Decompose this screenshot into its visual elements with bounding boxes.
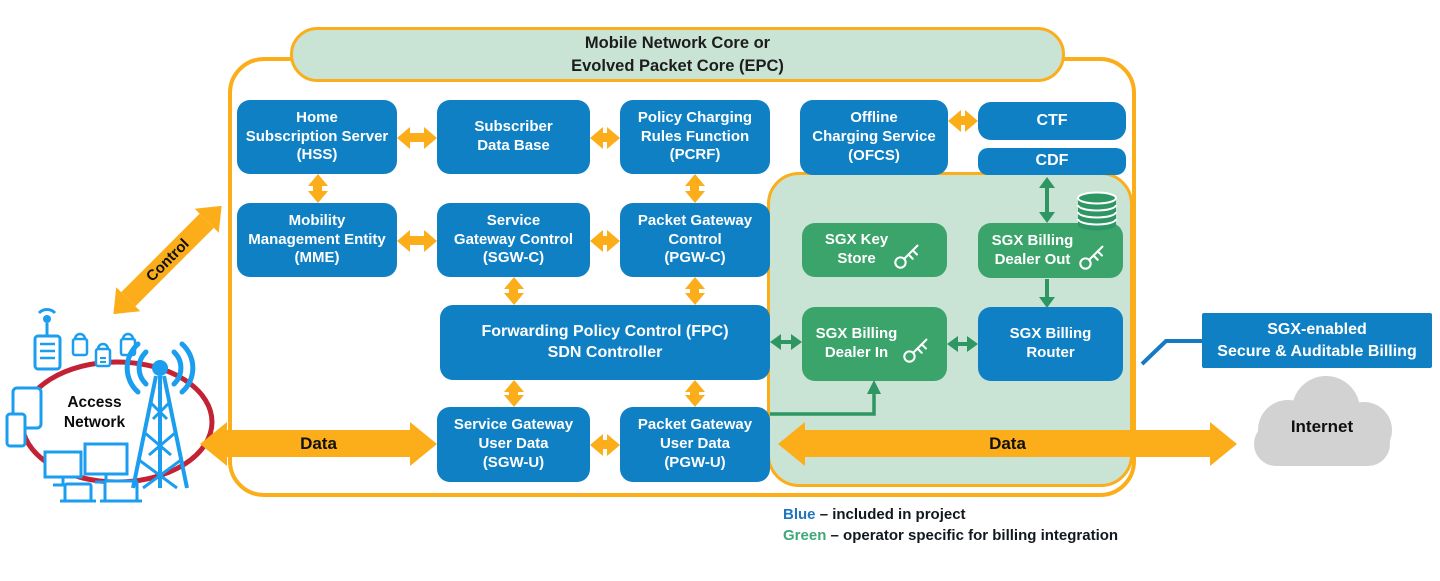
- arrow-sgwc-pgwc: [603, 236, 607, 245]
- subscriber-db-box: Subscriber Data Base: [437, 100, 590, 174]
- pcrf-label: Policy Charging Rules Function (PCRF): [637, 108, 753, 164]
- sgx-key-store-label: SGX Key Store: [824, 231, 889, 267]
- computers-icon: [43, 442, 142, 503]
- legend: Blue – included in project Green – opera…: [783, 504, 1118, 546]
- fpc-sdn-box: Forwarding Policy Control (FPC) SDN Cont…: [440, 305, 770, 380]
- base-station-icon: [33, 308, 62, 371]
- arrow-pgwu-dealerin: [770, 380, 881, 416]
- ctf-label: CTF: [1036, 111, 1068, 129]
- data-arrow-left: Data: [227, 430, 410, 457]
- hss-label: Home Subscription Server (HSS): [245, 108, 389, 164]
- pgw-u-label: Packet Gateway User Data (PGW-U): [637, 416, 753, 471]
- fpc-sdn-label: Forwarding Policy Control (FPC) SDN Cont…: [481, 323, 729, 361]
- arrow-dealerout-router: [1045, 279, 1049, 297]
- diagram-title: Mobile Network Core or Evolved Packet Co…: [290, 27, 1065, 82]
- subscriber-db-label: Subscriber Data Base: [474, 118, 553, 154]
- access-network-illustration: [5, 308, 215, 503]
- key-icon: [894, 244, 919, 269]
- internet-cloud-icon: [1254, 376, 1392, 466]
- callout-connector-line: [1140, 339, 1204, 366]
- key-icon: [1079, 245, 1104, 270]
- sgx-enabled-billing-callout: SGX-enabled Secure & Auditable Billing: [1202, 313, 1432, 368]
- cdf-box: CDF: [978, 148, 1126, 175]
- legend-term-green: Green: [783, 527, 827, 544]
- control-arrow: Control: [121, 213, 214, 307]
- internet-label: Internet: [1290, 417, 1354, 436]
- control-arrow-label: Control: [142, 235, 193, 285]
- legend-definition-green: – operator specific for billing integrat…: [830, 527, 1119, 544]
- tablets-icon: [5, 386, 43, 448]
- arrow-mme-sgwc: [410, 236, 424, 245]
- sgx-billing-router-box: SGX Billing Router: [978, 307, 1123, 381]
- pcrf-box: Policy Charging Rules Function (PCRF): [620, 100, 770, 174]
- data-arrow-left-label: Data: [300, 433, 337, 453]
- arrow-pcrf-pgwc: [690, 186, 699, 191]
- hss-box: Home Subscription Server (HSS): [237, 100, 397, 174]
- arrow-pgwc-fpc: [690, 289, 699, 293]
- key-icon: [903, 338, 928, 363]
- arrow-fpc-sgwu: [509, 392, 518, 395]
- arrow-cdf-dealerout: [1045, 188, 1049, 212]
- sgx-billing-dealer-out-box: SGX Billing Dealer Out: [978, 223, 1123, 278]
- data-arrow-right-label: Data: [989, 433, 1026, 453]
- arrow-subscriberdb-pcrf: [603, 133, 607, 142]
- pgw-u-box: Packet Gateway User Data (PGW-U): [620, 407, 770, 482]
- legend-item-green: Green – operator specific for billing in…: [783, 525, 1118, 546]
- arrow-sgwu-pgwu: [603, 440, 607, 449]
- mme-box: Mobility Management Entity (MME): [237, 203, 397, 277]
- sgx-billing-dealer-in-box: SGX Billing Dealer In: [802, 307, 947, 381]
- sgx-billing-dealer-in-label: SGX Billing Dealer In: [815, 325, 898, 361]
- ofcs-box: Offline Charging Service (OFCS): [800, 100, 948, 175]
- sgw-c-label: Service Gateway Control (SGW-C): [453, 211, 574, 267]
- arrow-dealerin-router: [958, 342, 967, 346]
- legend-definition-blue: – included in project: [819, 506, 966, 523]
- ofcs-label: Offline Charging Service (OFCS): [812, 109, 936, 164]
- arrow-fpc-dealerin: [781, 340, 791, 344]
- cdf-label: CDF: [1035, 152, 1069, 170]
- arrow-sgwc-fpc: [509, 289, 518, 293]
- access-network-label: Access Network: [63, 394, 126, 432]
- database-icon: [1077, 191, 1117, 231]
- arrow-hss-mme: [313, 186, 322, 191]
- sgw-c-box: Service Gateway Control (SGW-C): [437, 203, 590, 277]
- arrow-ofcs-ctf: [961, 116, 965, 125]
- sgx-billing-router-label: SGX Billing Router: [1009, 325, 1092, 361]
- sgx-billing-dealer-out-label: SGX Billing Dealer Out: [991, 231, 1074, 268]
- pgw-c-box: Packet Gateway Control (PGW-C): [620, 203, 770, 277]
- sgx-key-store-box: SGX Key Store: [802, 223, 947, 277]
- arrow-hss-subscriberdb: [410, 133, 424, 142]
- radio-tower-icon: [124, 341, 196, 490]
- mme-label: Mobility Management Entity (MME): [248, 211, 386, 267]
- sgw-u-box: Service Gateway User Data (SGW-U): [437, 407, 590, 482]
- legend-item-blue: Blue – included in project: [783, 504, 1118, 525]
- arrow-fpc-pgwu: [690, 392, 699, 395]
- pgw-c-label: Packet Gateway Control (PGW-C): [637, 211, 753, 267]
- data-arrow-right: Data: [805, 430, 1210, 457]
- sgw-u-label: Service Gateway User Data (SGW-U): [453, 416, 574, 471]
- ctf-box: CTF: [978, 102, 1126, 140]
- legend-term-blue: Blue: [783, 506, 816, 523]
